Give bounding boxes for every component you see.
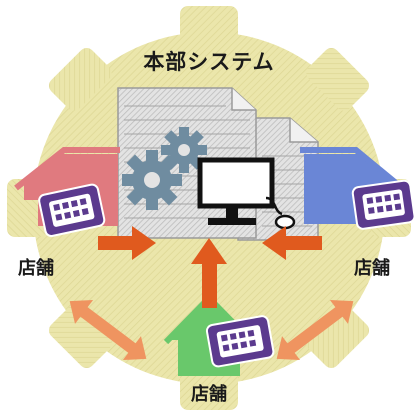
arrow-right-to-hq [262, 226, 322, 260]
tablet-icon [205, 315, 275, 368]
arrow-left-to-hq [98, 226, 156, 260]
hq-system-label: 本部システム [143, 50, 275, 74]
store-label-left: 店舗 [18, 258, 54, 279]
store-label-bottom: 店舗 [191, 384, 227, 405]
double-arrow-left-bottom [69, 299, 147, 361]
arrow-bottom-to-hq [191, 238, 227, 308]
double-arrow-right-bottom [276, 299, 354, 361]
tablet-icon [351, 179, 416, 230]
tablet-icon [38, 183, 106, 237]
cogs-icon [122, 127, 207, 210]
monitor-icon [197, 157, 275, 225]
store-label-right: 店舗 [354, 258, 390, 279]
